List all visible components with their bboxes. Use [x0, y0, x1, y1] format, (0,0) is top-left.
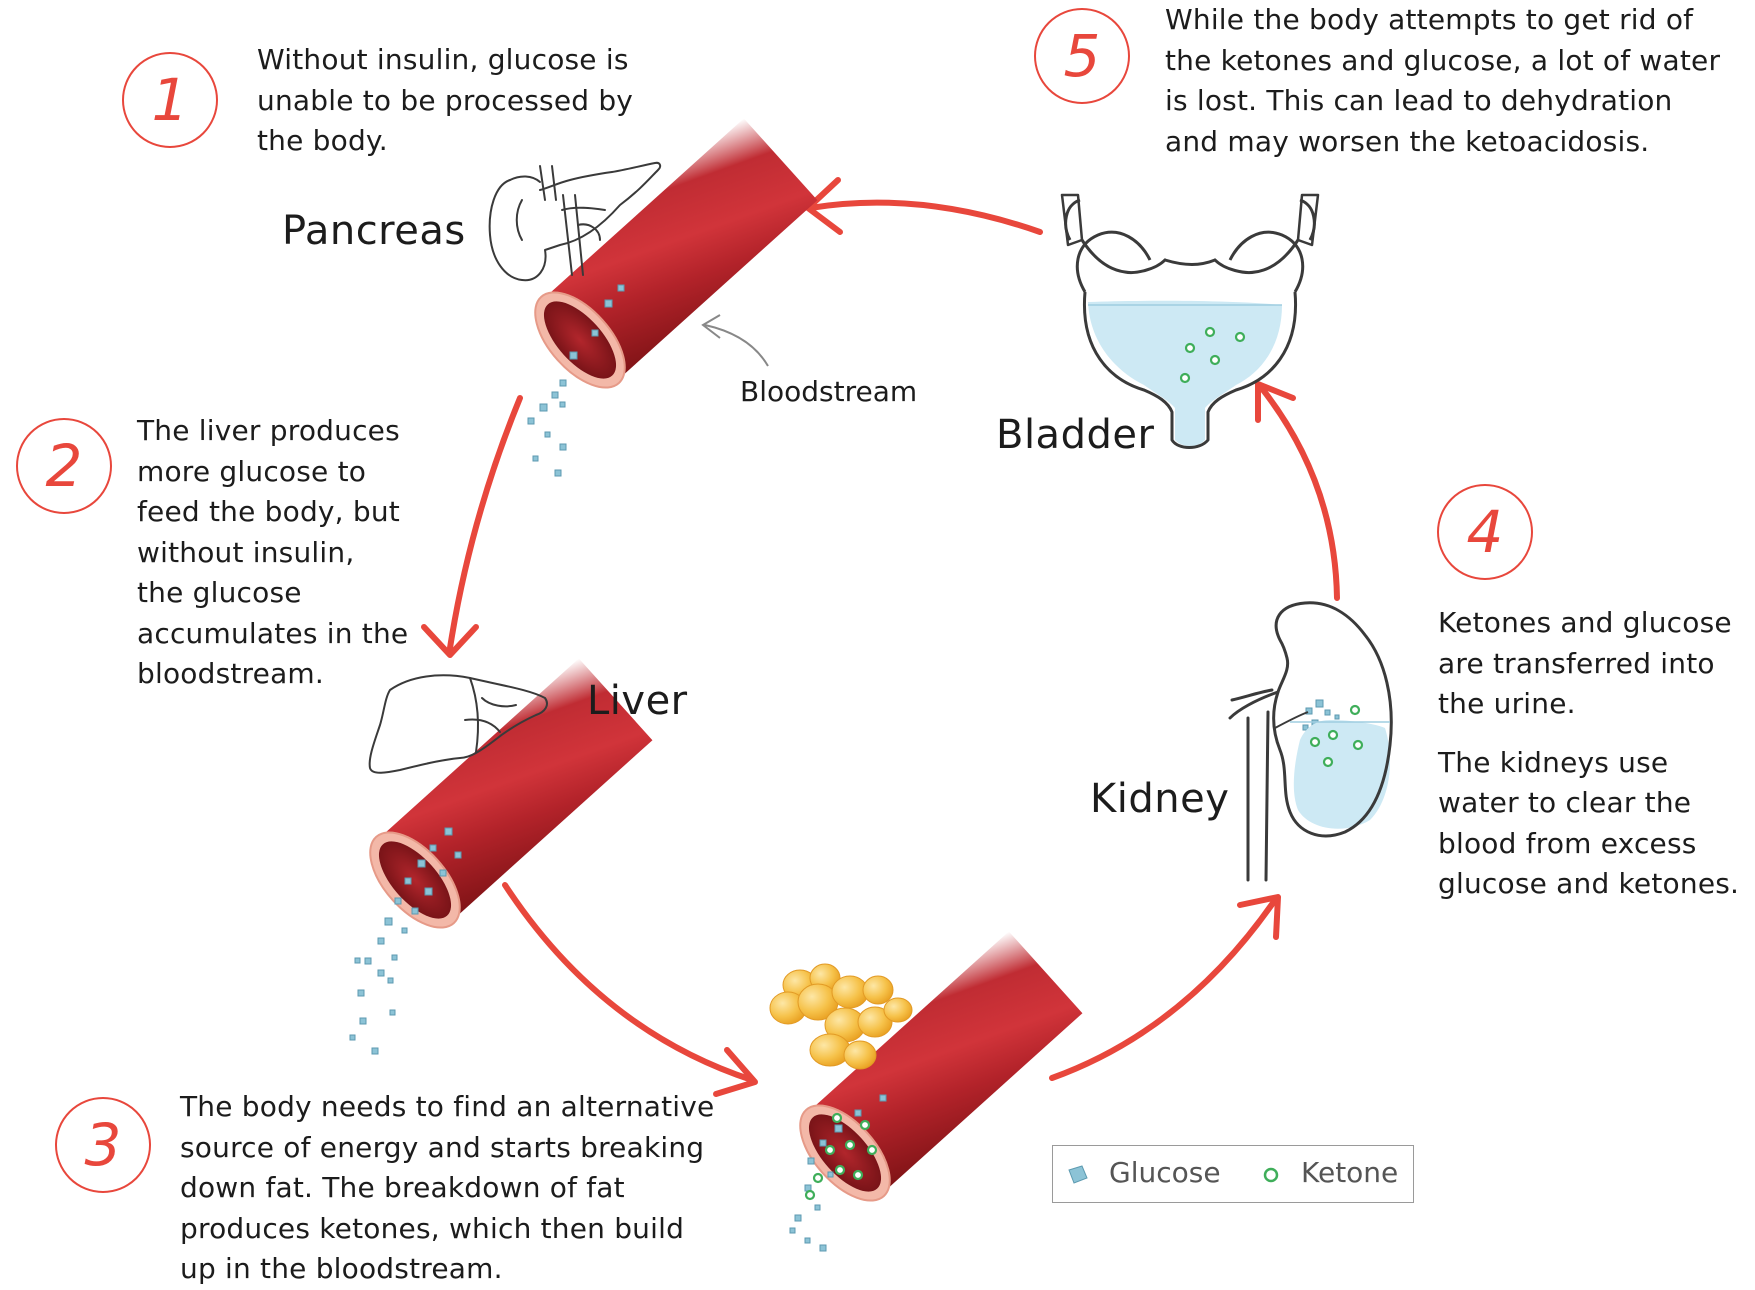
step-1-number: 1: [122, 52, 218, 148]
step-4-paragraph-1: Ketones and glucose are transferred into…: [1438, 603, 1739, 725]
arrow-kidney-to-bladder: [1260, 386, 1337, 598]
arrow-fat-to-kidney: [1052, 900, 1275, 1078]
kidney-label: Kidney: [1090, 776, 1229, 822]
step-2-number: 2: [16, 418, 112, 514]
glucose-legend-icon: [1065, 1162, 1091, 1188]
legend-glucose-label: Glucose: [1109, 1156, 1221, 1189]
step-3-number: 3: [55, 1097, 151, 1193]
step-4-text: Ketones and glucose are transferred into…: [1438, 603, 1739, 923]
step-5-number: 5: [1034, 8, 1130, 104]
arrow-liver-to-fat: [505, 885, 752, 1080]
bladder-label: Bladder: [996, 412, 1154, 458]
pancreas-label: Pancreas: [282, 208, 466, 254]
step-4-number: 4: [1437, 484, 1533, 580]
arrow-bladder-to-pancreas: [810, 203, 1040, 232]
arrow-pancreas-to-liver: [450, 398, 520, 648]
ketone-legend-icon: [1260, 1164, 1282, 1186]
liver-label: Liver: [587, 678, 688, 724]
step-1-text: Without insulin, glucose is unable to be…: [257, 40, 633, 162]
bloodstream-label: Bloodstream: [740, 375, 917, 408]
legend-ketone-label: Ketone: [1301, 1156, 1398, 1189]
legend: Glucose Ketone: [1052, 1145, 1414, 1203]
bloodstream-pointer: [705, 325, 768, 366]
step-4-paragraph-2: The kidneys use water to clear the blood…: [1438, 743, 1739, 905]
step-5-text: While the body attempts to get rid of th…: [1165, 0, 1720, 162]
step-3-text: The body needs to find an alternative so…: [180, 1087, 714, 1290]
step-2-text: The liver produces more glucose to feed …: [137, 411, 408, 695]
